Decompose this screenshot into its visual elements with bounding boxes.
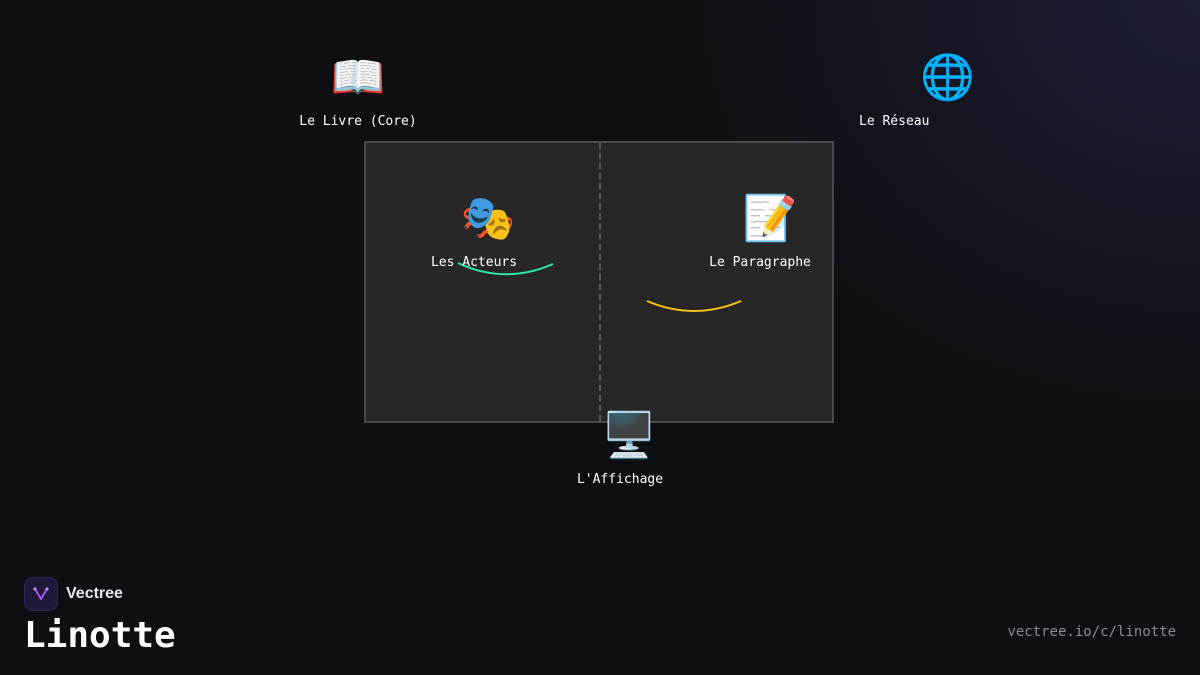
memo-icon: 📝 <box>742 193 798 244</box>
desktop-computer-icon: 🖥️ <box>601 410 657 461</box>
brand-block: Vectree Linotte <box>24 577 176 657</box>
page-title: Linotte <box>24 615 176 656</box>
node-reseau-label: Le Réseau <box>859 114 930 129</box>
node-affichage-label: L'Affichage <box>576 472 664 487</box>
course-url[interactable]: vectree.io/c/linotte <box>1007 624 1176 640</box>
theater-masks-icon: 🎭 <box>460 193 516 244</box>
vectree-logo-icon <box>24 577 58 611</box>
book-spine-divider <box>599 143 601 421</box>
node-livre-label: Le Livre (Core) <box>299 114 417 129</box>
node-acteurs-label: Les Acteurs <box>430 255 518 270</box>
globe-icon: 🌐 <box>920 52 975 103</box>
node-paragraphe[interactable]: 📝 Le Paragraphe <box>700 193 820 271</box>
paragraphe-arc <box>646 300 742 312</box>
node-livre[interactable]: 📖 Le Livre (Core) <box>288 52 428 130</box>
acteurs-arc <box>457 262 554 276</box>
node-acteurs[interactable]: 🎭 Les Acteurs <box>414 193 534 271</box>
node-affichage[interactable]: 🖥️ L'Affichage <box>570 410 670 488</box>
brand-name: Vectree <box>66 585 123 602</box>
node-paragraphe-label: Le Paragraphe <box>709 255 811 270</box>
open-book-icon: 📖 <box>330 52 386 103</box>
node-reseau[interactable]: 🌐 Le Réseau <box>842 52 982 130</box>
